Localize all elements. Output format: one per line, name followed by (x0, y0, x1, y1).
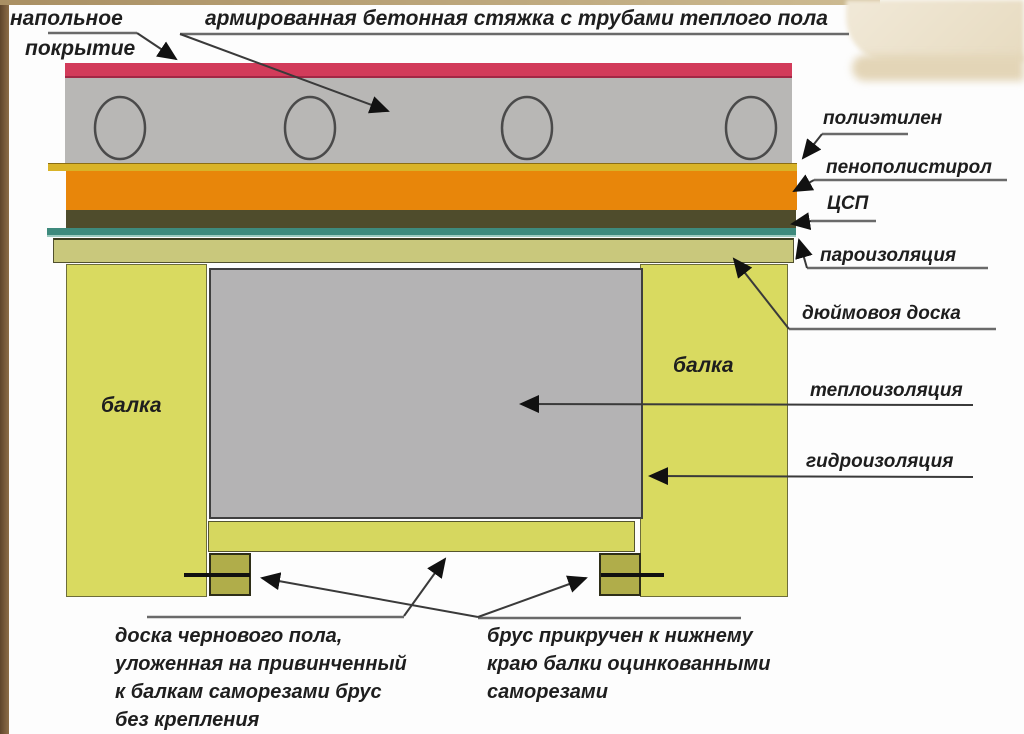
note-subfloor-line4: без крепления (115, 709, 260, 731)
layer-polystyrene (66, 171, 797, 210)
label-waterproofing: гидроизоляция (806, 451, 954, 472)
label-floor-covering-line2: покрытие (25, 37, 136, 60)
photo-beige-blob (846, 0, 1024, 62)
layer-polyethylene (48, 163, 797, 171)
layer-floor-covering (65, 63, 792, 78)
note-subfloor-line1: доска чернового пола, (115, 625, 343, 647)
photo-left-border (0, 0, 9, 734)
bar-right (599, 553, 641, 596)
label-inch-board: дюймовоя доска (802, 303, 961, 324)
bar-left (209, 553, 251, 596)
label-thermal-insulation: теплоизоляция (810, 380, 963, 401)
note-subfloor: доска чернового пола, уложенная на приви… (115, 622, 407, 734)
label-csp: ЦСП (827, 193, 869, 214)
block-thermal-insulation (209, 268, 643, 519)
label-beam-left: балка (101, 394, 162, 417)
note-bar-line3: саморезами (487, 681, 608, 703)
photo-top-border (0, 0, 880, 5)
layer-concrete-screed (65, 78, 792, 164)
note-bar-line1: брус прикручен к нижнему (487, 625, 753, 647)
layer-inch-board (53, 238, 794, 263)
note-subfloor-line2: уложенная на привинченный (115, 653, 407, 675)
label-beam-right: балка (673, 354, 734, 377)
photo-beige-band (852, 55, 1024, 81)
label-vapor-barrier: пароизоляция (820, 245, 957, 266)
board-subfloor (208, 521, 635, 552)
diagram-title: армированная бетонная стяжка с трубами т… (205, 7, 828, 30)
beam-left (66, 264, 207, 597)
note-bar: брус прикручен к нижнему краю балки оцин… (487, 622, 770, 706)
layer-csp (66, 210, 796, 228)
note-bar-line2: краю балки оцинкованными (487, 653, 771, 675)
label-polystyrene: пенополистирол (826, 157, 992, 178)
beam-right (640, 264, 788, 597)
layer-vapor-barrier (47, 228, 796, 237)
label-polyethylene: полиэтилен (823, 108, 943, 129)
note-subfloor-line3: к балкам саморезами брус (115, 681, 382, 703)
label-floor-covering-line1: напольное (10, 7, 123, 30)
